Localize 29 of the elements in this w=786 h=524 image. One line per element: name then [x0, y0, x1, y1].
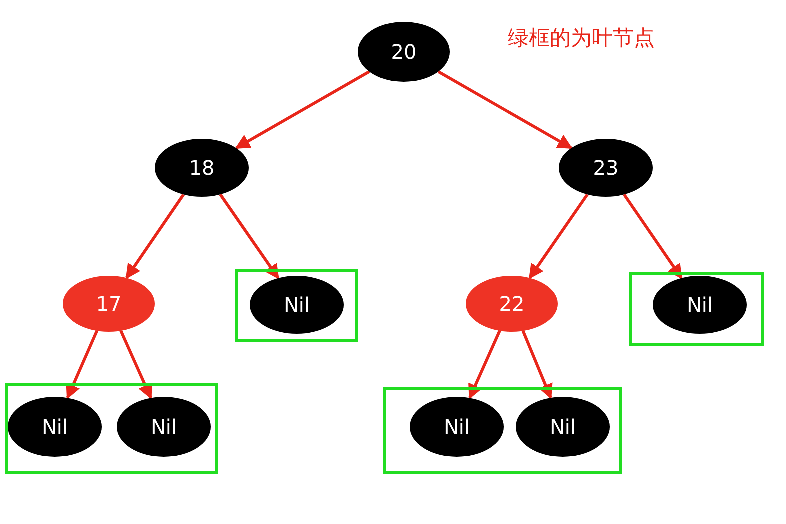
- arrow: [468, 330, 502, 400]
- arrow: [235, 70, 370, 150]
- note-text: 绿框的为叶节点: [508, 25, 655, 52]
- tree-node: [155, 139, 249, 197]
- arrow: [66, 330, 98, 400]
- node-value: 23: [593, 156, 619, 180]
- node-value: 18: [189, 156, 215, 180]
- arrow: [125, 194, 185, 280]
- node-value: Nil: [42, 415, 68, 439]
- arrow: [120, 330, 152, 400]
- node-value: 22: [499, 292, 525, 316]
- leaf-group-frame: [235, 269, 358, 342]
- arrow: [623, 194, 683, 280]
- tree-node: [559, 139, 653, 197]
- node-value: 17: [96, 292, 122, 316]
- leaf-group-frame: [5, 383, 218, 474]
- node-value: 20: [391, 40, 417, 64]
- arrow: [219, 194, 280, 280]
- arrow: [528, 194, 589, 280]
- leaf-group-frame: [383, 387, 622, 474]
- node-value: Nil: [550, 415, 576, 439]
- arrow: [438, 70, 573, 150]
- leaf-group-frame: [629, 272, 764, 346]
- node-value: Nil: [284, 293, 310, 317]
- arrow: [522, 330, 553, 400]
- tree-node: [358, 22, 450, 82]
- node-value: Nil: [150, 415, 178, 439]
- node-value: Nil: [686, 293, 714, 317]
- node-value: Nil: [444, 415, 470, 439]
